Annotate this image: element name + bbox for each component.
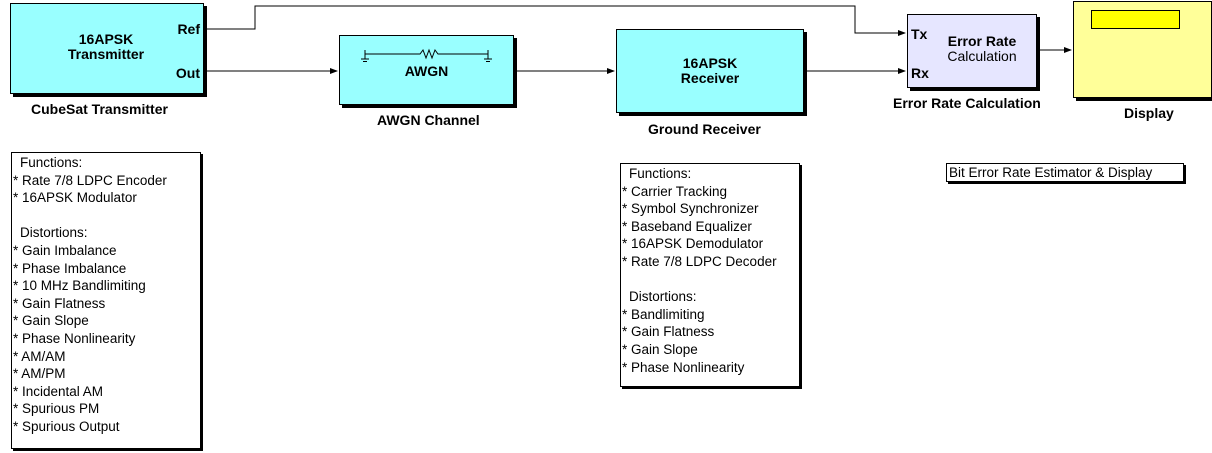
tx-distortions-header: Distortions: — [20, 225, 88, 241]
list-item: * Bandlimiting — [622, 306, 705, 322]
list-item: * Spurious PM — [13, 401, 100, 417]
display-block[interactable] — [1073, 1, 1212, 98]
error-rate-title: Error Rate Calculation — [930, 34, 1034, 64]
port-ref-label: Ref — [177, 21, 200, 37]
list-item: * Gain Imbalance — [13, 242, 117, 258]
receiver-caption: Ground Receiver — [648, 121, 761, 137]
list-item: * Phase Nonlinearity — [13, 330, 136, 346]
display-value-field — [1091, 10, 1180, 29]
list-item: * Symbol Synchronizer — [622, 201, 759, 217]
port-out-label: Out — [175, 65, 200, 81]
list-item: * 16APSK Demodulator — [622, 236, 764, 252]
error-rate-block[interactable]: Tx Rx Error Rate Calculation — [907, 14, 1037, 88]
awgn-caption: AWGN Channel — [377, 112, 480, 128]
list-item: * Gain Slope — [13, 313, 89, 329]
list-item: * Rate 7/8 LDPC Decoder — [622, 253, 777, 269]
list-item: * Gain Flatness — [622, 324, 715, 340]
tx-notes-box: Functions: * Rate 7/8 LDPC Encoder * 16A… — [11, 152, 201, 449]
list-item: * 16APSK Modulator — [13, 190, 137, 206]
rx-notes-box: Functions: * Carrier Tracking * Symbol S… — [620, 163, 800, 387]
error-rate-title-line2: Calculation — [947, 48, 1017, 64]
port-tx-label: Tx — [911, 26, 928, 42]
list-item: * AM/PM — [13, 366, 66, 382]
rx-distortions-header: Distortions: — [629, 289, 697, 305]
list-item: * Incidental AM — [13, 383, 104, 399]
receiver-title-line1: 16APSK — [682, 55, 738, 71]
receiver-title-line2: Receiver — [680, 70, 740, 86]
awgn-label: AWGN — [404, 63, 449, 79]
list-item: * Spurious Output — [13, 418, 120, 434]
transmitter-caption: CubeSat Transmitter — [31, 101, 168, 117]
ber-note-label: Bit Error Rate Estimator & Display — [949, 165, 1153, 180]
resistor-noise-icon — [361, 48, 492, 62]
list-item: * 10 MHz Bandlimiting — [13, 278, 146, 294]
tx-functions-header: Functions: — [20, 155, 83, 170]
list-item: * Phase Imbalance — [13, 260, 127, 276]
list-item: * Carrier Tracking — [622, 183, 728, 199]
list-item: * AM/AM — [13, 348, 66, 364]
transmitter-block[interactable]: 16APSK Transmitter Ref Out — [10, 3, 204, 94]
transmitter-title-line1: 16APSK — [78, 31, 134, 47]
list-item: * Baseband Equalizer — [622, 218, 752, 234]
ref-to-tx-wire — [204, 5, 906, 36]
rx-functions-header: Functions: — [629, 166, 692, 181]
display-caption: Display — [1124, 105, 1174, 121]
error-rate-title-line1: Error Rate — [947, 33, 1017, 49]
awgn-channel-block[interactable]: AWGN — [339, 35, 514, 105]
transmitter-title-line2: Transmitter — [67, 46, 145, 62]
list-item: * Phase Nonlinearity — [622, 359, 745, 375]
list-item: * Gain Flatness — [13, 295, 106, 311]
port-rx-label: Rx — [911, 65, 929, 81]
receiver-block[interactable]: 16APSK Receiver — [616, 29, 804, 113]
ber-note-box: Bit Error Rate Estimator & Display — [946, 163, 1184, 182]
list-item: * Gain Slope — [622, 341, 698, 357]
list-item: * Rate 7/8 LDPC Encoder — [13, 172, 167, 188]
error-rate-caption: Error Rate Calculation — [893, 95, 1041, 111]
